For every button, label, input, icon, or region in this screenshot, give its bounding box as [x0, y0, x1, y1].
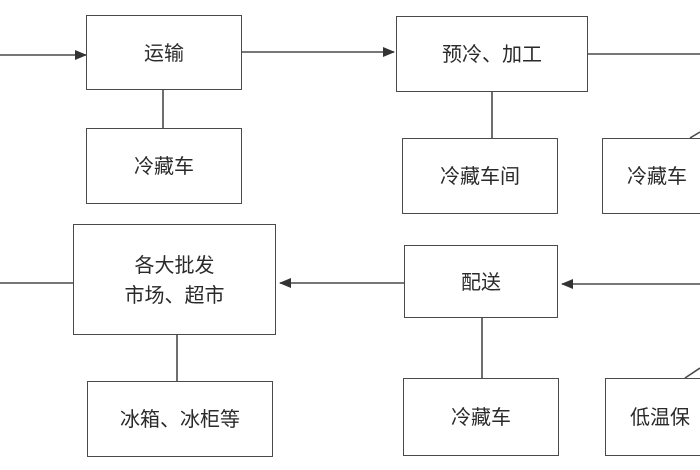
node-cold-room: 冷藏车间 [402, 138, 558, 214]
node-reefer-truck-top-label: 冷藏车 [134, 154, 194, 178]
node-reefer-truck-bottom: 冷藏车 [403, 378, 559, 456]
node-distribution-label: 配送 [461, 269, 501, 294]
node-markets-line1: 各大批发 [134, 252, 215, 277]
line-partial-diagonal-top [689, 131, 700, 139]
node-precool-processing: 预冷、加工 [396, 16, 588, 92]
node-cold-room-label: 冷藏车间 [440, 164, 520, 188]
node-precool-processing-label: 预冷、加工 [442, 42, 542, 66]
node-reefer-truck-partial-label: 冷藏车 [627, 164, 687, 188]
node-reefer-truck-bottom-label: 冷藏车 [451, 405, 511, 429]
line-partial-diagonal-bottom [684, 367, 700, 379]
node-low-temp-partial-label: 低温保 [630, 405, 690, 429]
node-reefer-truck-partial: 冷藏车 [602, 138, 700, 214]
node-low-temp-partial: 低温保 [605, 378, 700, 456]
node-markets-line2: 市场、超市 [124, 282, 225, 307]
node-transport: 运输 [86, 15, 242, 90]
node-markets-supermarkets: 各大批发 市场、超市 [73, 224, 276, 335]
node-freezers: 冰箱、冰柜等 [87, 381, 273, 457]
node-transport-label: 运输 [144, 40, 184, 65]
node-distribution: 配送 [404, 245, 558, 318]
node-reefer-truck-top: 冷藏车 [86, 128, 242, 204]
node-freezers-label: 冰箱、冰柜等 [120, 407, 240, 431]
